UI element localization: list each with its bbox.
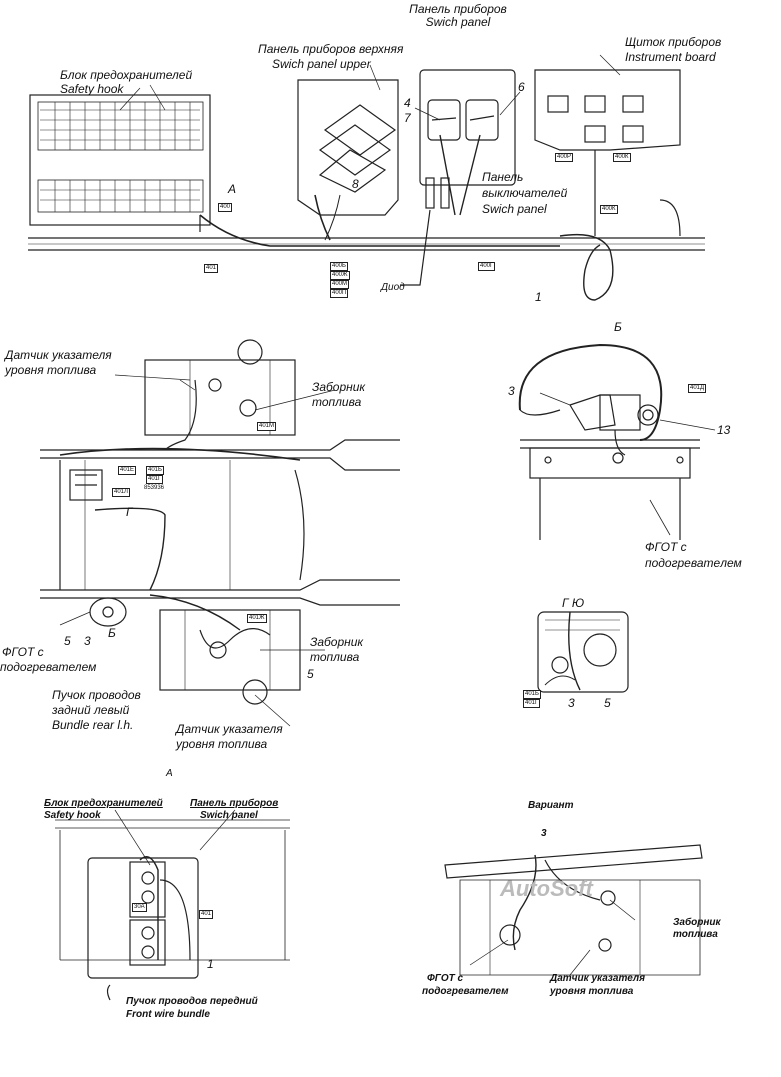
callout-3-mid: 3 <box>84 634 91 648</box>
detail-b-drawing <box>518 343 700 540</box>
callout-8: 8 <box>352 177 359 191</box>
detail-g-drawing <box>537 611 629 693</box>
tag-401l: 401Л <box>112 488 130 497</box>
callout-1: 1 <box>535 290 542 304</box>
tag-401zh: 401Ж <box>247 614 267 623</box>
tag-400k-2: 400К <box>600 205 618 214</box>
bundle-rear-label-1: Пучок проводов <box>52 688 141 702</box>
callout-6: 6 <box>518 80 525 94</box>
tag-401b: 401Б <box>146 466 164 475</box>
heater-junction <box>69 469 103 501</box>
sensor-bottom-label-1: Датчик указателя <box>176 722 283 736</box>
bundle-rear-label-en: Bundle rear l.h. <box>52 718 134 732</box>
sensor-bottom-label-2: уровня топлива <box>176 737 268 751</box>
chassis-frame-drawing <box>40 439 400 631</box>
detail-b-title: Б <box>614 320 622 334</box>
tag-400m: 400М <box>330 280 350 289</box>
diode-label: Диод <box>381 282 405 293</box>
intake-variant-label-1: Заборник <box>673 917 721 928</box>
fuse-block-label-ru: Блок предохранителей <box>60 68 193 82</box>
tag-400: 400 <box>218 203 233 212</box>
panel-a-label-ru: Панель приборов <box>190 798 279 809</box>
ffot-b-label-2: подогреватeлем <box>645 556 742 570</box>
instrument-board-label-en: Instrument board <box>625 50 716 64</box>
tag-400r: 400Р <box>555 153 574 162</box>
tag-401: 401 <box>204 264 219 273</box>
view-g-marker: Г <box>126 505 133 519</box>
fuse-block-drawing <box>29 94 211 226</box>
tag-400k: 400К <box>613 153 631 162</box>
tag-400b: 400Б <box>330 262 348 271</box>
callout-7: 7 <box>404 111 411 125</box>
tag-401g-g: 401Г <box>523 699 541 708</box>
instrument-board-label-ru: Щиток приборов <box>625 35 722 49</box>
front-bundle-label-ru: Пучок проводов передний <box>126 996 258 1007</box>
fuel-tank-top <box>144 339 296 451</box>
intake-variant-label-2: топлива <box>673 929 718 940</box>
tag-401e: 401Е <box>118 466 137 475</box>
callout-3-b: 3 <box>508 384 515 398</box>
tag-401m: 401М <box>257 422 277 431</box>
tag-401b-g: 401Б <box>523 690 541 699</box>
callout-3-variant: 3 <box>541 828 547 839</box>
ffot-left-label-2: подогревателем <box>0 660 97 674</box>
callout-5-g: 5 <box>604 696 611 710</box>
tag-400g: 400Г <box>478 262 496 271</box>
tag-400p: 400П <box>330 289 349 298</box>
variant-drawing <box>444 844 703 976</box>
fuel-tank-bottom <box>159 609 301 705</box>
tag-401-a: 401 <box>199 910 214 919</box>
view-b-marker: Б <box>108 626 116 640</box>
switches-panel-label-en: Swich panel <box>482 202 547 216</box>
variant-title: Вариант <box>528 800 574 811</box>
fuse-a-label-ru: Блок предохранителей <box>44 798 163 809</box>
intake-top-label-2: топлива <box>312 395 362 409</box>
switches-panel-label-ru2: выключателей <box>482 186 568 200</box>
callout-13: 13 <box>717 423 731 437</box>
intake-bottom-label-2: топлива <box>310 650 360 664</box>
sensor-top-label-2: уровня топлива <box>5 363 97 377</box>
callout-5-mid: 5 <box>64 634 71 648</box>
fuse-block-view-a <box>55 819 290 1001</box>
callout-3-g: 3 <box>568 696 575 710</box>
ffot-variant-label-2: подогревателем <box>422 986 509 997</box>
fuse-a-label-en: Safety hook <box>44 810 101 821</box>
view-a-marker: А <box>228 182 237 196</box>
front-bundle-label-en: Front wire bundle <box>126 1009 210 1020</box>
switch-panel-drawing <box>400 69 516 286</box>
upper-panel-drawing <box>297 79 399 241</box>
switches-panel-label-ru: Панель <box>482 170 524 184</box>
ffot-left-label-1: ФГОТ с <box>2 645 44 659</box>
ffot-heater-left <box>89 597 127 627</box>
upper-panel-label-ru: Панель приборов верхняя <box>258 42 404 56</box>
ffot-b-label-1: ФГОТ с <box>645 540 687 554</box>
tag-400zh: 400Ж <box>330 271 350 280</box>
view-a-title: А <box>166 768 173 779</box>
panel-a-label-en: Swich panel <box>200 810 258 821</box>
tag-401g: 401Г <box>146 475 164 484</box>
watermark: AutoSoft <box>500 876 593 901</box>
intake-top-label-1: Заборник <box>312 380 366 394</box>
upper-panel-label-en: Swich panel upper <box>272 57 371 71</box>
switch-panel-title-ru: Панель приборов <box>409 2 507 16</box>
ffot-variant-label-1: ФГОТ с <box>427 973 464 984</box>
sensor-variant-label-1: Датчик указателя <box>550 973 645 984</box>
sensor-variant-label-2: уровня топлива <box>550 986 634 997</box>
instrument-board-drawing <box>534 69 681 237</box>
tag-401d: 401Д <box>688 384 707 393</box>
callout-4: 4 <box>404 96 411 110</box>
intake-bottom-label-1: Заборник <box>310 635 364 649</box>
tag-30a: 30А <box>132 903 147 912</box>
callout-1-a: 1 <box>207 957 214 971</box>
bundle-rear-label-2: задний левый <box>52 703 130 717</box>
switch-panel-title-en: Swich panel <box>425 15 491 29</box>
sensor-top-label-1: Датчик указателя <box>5 348 112 362</box>
detail-g-title: Г Ю <box>562 596 585 610</box>
code-853936: 853936 <box>143 485 166 492</box>
frame-rail-top <box>28 214 705 251</box>
wire-loop-1 <box>559 233 614 301</box>
fuse-block-label-en: Safety hook <box>60 82 124 96</box>
callout-5-mid-b: 5 <box>307 667 314 681</box>
